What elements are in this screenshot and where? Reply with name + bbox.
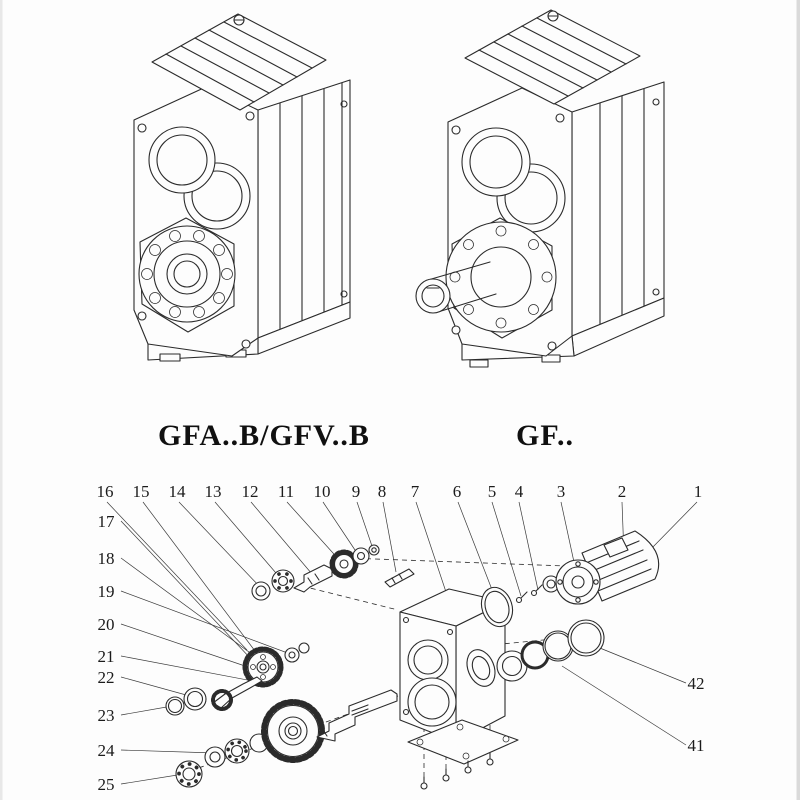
part-number-3: 3 (557, 482, 566, 501)
gearbox-foot-mounted-drawing (133, 13, 351, 362)
output-gear-parts (175, 689, 398, 788)
page-left-edge (0, 0, 3, 800)
flange-bolt-holes (449, 225, 553, 329)
motor (555, 530, 660, 605)
part-number-11: 11 (278, 482, 294, 501)
part-number-18: 18 (98, 549, 115, 568)
part-number-41: 41 (688, 736, 705, 755)
part-number-20: 20 (98, 615, 115, 634)
part-number-8: 8 (378, 482, 387, 501)
exploded-view: 16 15 14 13 12 11 10 9 8 7 6 5 4 3 2 1 1… (97, 482, 705, 794)
part-number-1: 1 (694, 482, 703, 501)
gearbox-shaft-drawing (415, 9, 665, 368)
output-seal-rings (496, 619, 605, 682)
leader-lines (106, 501, 698, 785)
part-number-2: 2 (618, 482, 627, 501)
gasket-and-bolts (480, 575, 560, 628)
part-number-5: 5 (488, 482, 497, 501)
part-number-16: 16 (97, 482, 114, 501)
caption-gfa-gfv: GFA..B/GFV..B (158, 419, 370, 452)
part-number-25: 25 (98, 775, 115, 794)
part-number-21: 21 (98, 647, 115, 666)
base-plate-and-bolts (407, 719, 519, 790)
part-number-13: 13 (205, 482, 222, 501)
part-number-6: 6 (453, 482, 462, 501)
part-number-15: 15 (133, 482, 150, 501)
part-number-10: 10 (314, 482, 331, 501)
bearing-balls (141, 230, 233, 318)
part-number-19: 19 (98, 582, 115, 601)
caption-gf: GF.. (516, 419, 574, 452)
page-right-edge (796, 0, 800, 800)
part-number-4: 4 (515, 482, 524, 501)
part-number-42: 42 (688, 674, 705, 693)
gear-housing (399, 588, 506, 743)
part-number-17: 17 (98, 512, 116, 531)
part-number-22: 22 (98, 668, 115, 687)
part-number-24: 24 (98, 741, 116, 760)
input-shaft-parts (251, 544, 415, 601)
part-number-23: 23 (98, 706, 115, 725)
part-number-9: 9 (352, 482, 361, 501)
intermediate-gear-parts (165, 642, 310, 716)
part-number-7: 7 (411, 482, 420, 501)
part-number-12: 12 (242, 482, 259, 501)
part-numbers: 16 15 14 13 12 11 10 9 8 7 6 5 4 3 2 1 1… (97, 482, 705, 794)
part-number-14: 14 (169, 482, 187, 501)
